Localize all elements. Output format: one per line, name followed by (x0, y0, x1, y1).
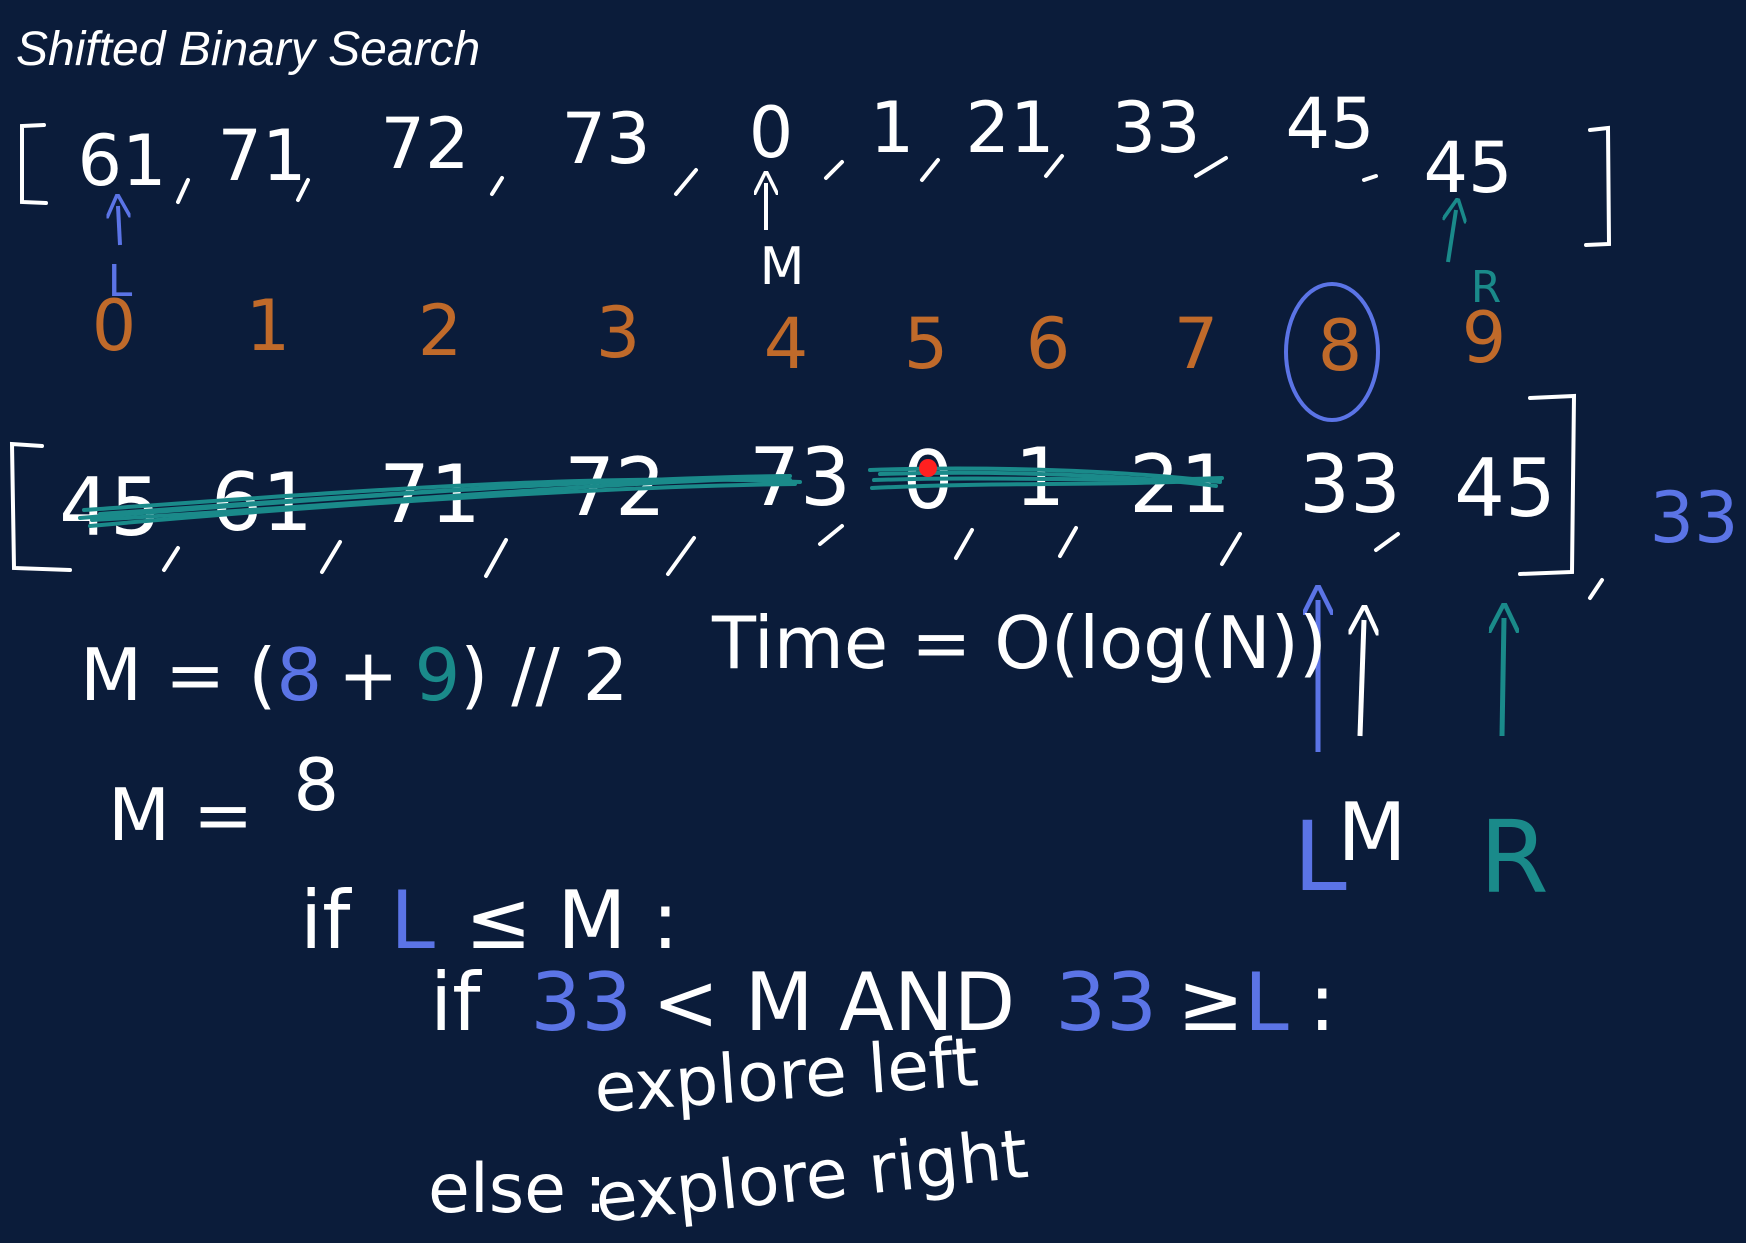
if-left-sorted-line: if L ≤ M : (300, 874, 679, 967)
top-mid-label: M (760, 237, 805, 297)
mid-calc-line: M = (8+9) // 2 (80, 633, 628, 717)
else-keyword: else (428, 1150, 566, 1229)
top-array-value: 73 (561, 98, 650, 180)
bottom-array-value: 33 (1299, 438, 1401, 531)
mid-result-prefix: M = (108, 773, 253, 857)
time-complexity: Time = O(log(N)) (711, 601, 1327, 685)
bottom-array-comma (1588, 578, 1604, 600)
if-target-value: 33 (1055, 956, 1157, 1049)
index-label: 4 (764, 303, 809, 385)
top-array-value: 71 (217, 115, 306, 197)
index-label: 6 (1026, 303, 1071, 385)
bottom-array-open-bracket (9, 441, 72, 572)
if-target-left: L (1244, 956, 1289, 1049)
top-array-value: 45 (1423, 127, 1512, 209)
if-keyword: if (300, 874, 352, 967)
mid-calc-right: 9 (414, 633, 460, 717)
else-line: else: (428, 1150, 607, 1229)
top-array-comma (1362, 174, 1378, 182)
bottom-array-comma (1220, 532, 1242, 566)
top-array-value: 33 (1111, 87, 1200, 169)
index-row: 0 1 2 3 4 5 6 7 8 9 (92, 285, 1507, 387)
top-array-value: 0 (749, 92, 794, 174)
if-target-value: 33 (530, 956, 632, 1049)
bottom-array: 45 61 71 72 73 0 1 21 33 45 (9, 393, 1739, 916)
else-colon: : (584, 1150, 607, 1229)
mid-result-line: M = 8 (108, 743, 339, 857)
top-array-comma (1194, 156, 1228, 178)
top-array-comma (1044, 154, 1064, 178)
if-keyword: if (430, 956, 482, 1049)
top-array-comma (176, 178, 190, 204)
index-8-circle (1284, 282, 1380, 422)
explore-left-text: explore left (592, 1023, 981, 1129)
top-array-value: 45 (1285, 83, 1374, 165)
explore-right-text: explore right (592, 1115, 1032, 1239)
bottom-array-comma (666, 536, 696, 576)
top-array-comma (490, 176, 504, 196)
bottom-array-comma (1058, 526, 1078, 558)
index-label: 0 (92, 285, 137, 367)
index-label: 3 (596, 292, 641, 374)
laser-pointer-dot (919, 459, 937, 477)
top-right-arrow (1448, 210, 1456, 263)
bottom-left-label: L (1293, 801, 1346, 913)
search-target-value: 33 (1649, 477, 1738, 559)
top-array-comma (824, 160, 844, 180)
bottom-array-comma (162, 546, 180, 572)
bottom-right-label: R (1479, 799, 1548, 916)
top-array-close-bracket (1584, 125, 1612, 247)
top-array-value: 61 (77, 120, 166, 202)
mid-calc-left: 8 (276, 633, 322, 717)
page-title: Shifted Binary Search (16, 23, 481, 76)
bottom-array-comma (818, 524, 844, 546)
index-label: 2 (418, 290, 463, 372)
index-label: 8 (1318, 305, 1363, 387)
bottom-array-value: 45 (1454, 442, 1556, 535)
top-array-value: 72 (380, 103, 469, 185)
mid-calc-plus: + (338, 633, 398, 717)
if-target-op: ≥ (1177, 956, 1244, 1049)
bottom-mid-arrow (1360, 620, 1364, 737)
top-array: 61 71 72 73 0 1 21 33 45 45 (20, 83, 1612, 313)
if-target-mid: < M AND (652, 956, 1015, 1049)
top-left-label: L (108, 256, 133, 307)
index-label: 9 (1462, 297, 1507, 379)
top-array-comma (674, 168, 698, 196)
bottom-mid-label: M (1337, 786, 1406, 879)
bottom-right-arrow (1502, 618, 1504, 737)
mid-result-value: 8 (293, 743, 339, 827)
bottom-array-comma (484, 538, 508, 578)
index-label: 5 (904, 303, 949, 385)
bottom-array-close-bracket (1518, 393, 1577, 576)
strikethrough-scribble (78, 466, 1224, 528)
top-array-comma (296, 178, 310, 202)
top-array-open-bracket (20, 123, 48, 205)
bottom-array-comma (954, 528, 974, 560)
if-left-var: L (390, 874, 435, 967)
index-label: 1 (246, 285, 291, 367)
index-label: 7 (1174, 303, 1219, 385)
top-left-arrow (118, 206, 120, 246)
top-array-comma (920, 158, 940, 182)
mid-calc-suffix: ) // 2 (460, 633, 628, 717)
top-array-value: 21 (965, 87, 1054, 169)
top-right-label: R (1471, 262, 1502, 313)
if-target-colon: : (1309, 956, 1336, 1049)
bottom-array-comma (1374, 532, 1400, 552)
if-left-rest: ≤ M : (465, 874, 679, 967)
top-array-value: 1 (870, 87, 915, 169)
mid-calc-prefix: M = ( (80, 633, 276, 717)
bottom-array-comma (320, 540, 342, 574)
